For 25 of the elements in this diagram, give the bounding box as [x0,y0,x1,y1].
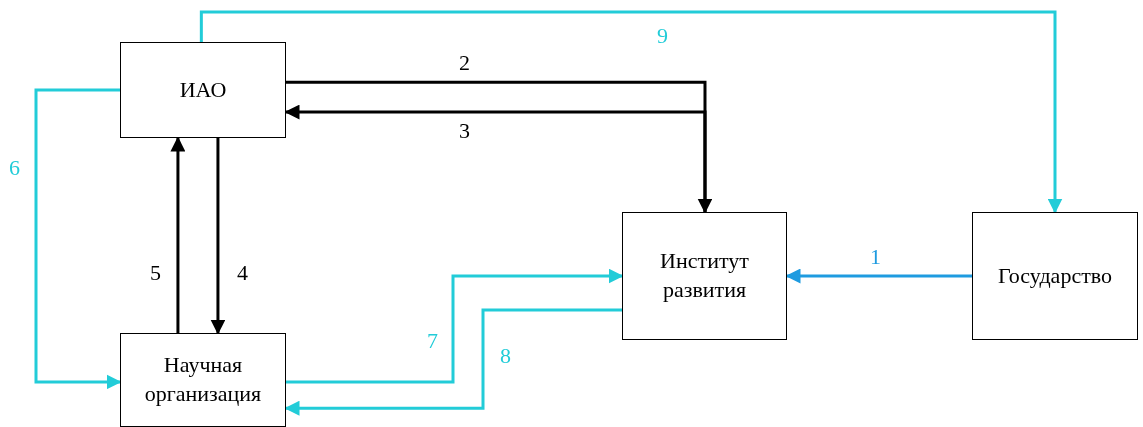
node-label: Институт развития [659,247,750,304]
edge-label: 4 [237,262,248,284]
arrow [785,268,974,284]
edge-label: 5 [150,262,161,284]
edge-label: 1 [870,246,881,268]
edge-label: 8 [500,345,511,367]
process-box [120,42,286,138]
edge-label: 3 [459,120,470,142]
arrow [286,268,624,384]
edge-label: 9 [657,25,668,47]
arrow [284,104,707,212]
process-box [622,212,787,340]
edge-label: 2 [459,52,470,74]
edge-label: 6 [9,157,20,179]
arrow [199,10,1063,214]
process-box [120,333,286,427]
arrow [34,88,122,390]
node-label: Научная организация [143,351,263,408]
node-label: ИАО [179,75,227,104]
edge-label: 7 [427,330,438,352]
arrow [284,308,622,416]
arrow [210,136,226,335]
node-label: Государство [998,261,1112,290]
process-box [972,212,1138,340]
arrow [170,136,186,335]
